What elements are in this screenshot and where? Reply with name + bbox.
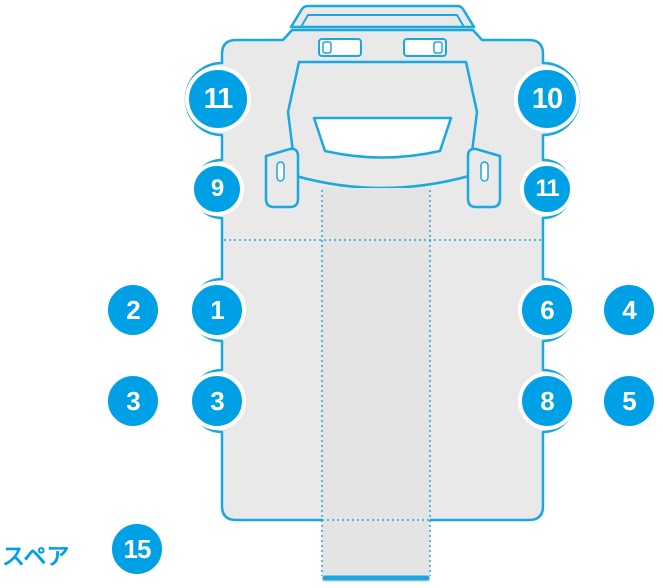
windshield — [312, 116, 453, 159]
position-badge-rear-axle2-left-inner: 3 — [188, 372, 246, 430]
roof-hatch-left — [318, 38, 362, 57]
position-badge-mid-front-right: 11 — [520, 162, 574, 216]
position-badge-rear-axle1-right-inner: 6 — [518, 281, 576, 339]
roof-deflector — [289, 4, 476, 29]
spare-label: スペア — [2, 543, 70, 569]
side-step-right-slot — [480, 161, 489, 182]
position-badge-rear-axle1-left-inner: 1 — [188, 281, 246, 339]
roof-hatch-right-slot — [433, 41, 443, 54]
roof-deflector-inner-edge — [300, 14, 465, 28]
position-badge-spare: 15 — [108, 520, 166, 578]
position-badge-rear-axle2-right-inner: 8 — [518, 372, 576, 430]
side-step-left-slot — [276, 161, 285, 182]
position-badge-mid-front-left: 9 — [190, 162, 244, 216]
position-badge-front-right: 10 — [514, 66, 580, 132]
position-badge-rear-axle1-left-outer: 2 — [104, 281, 162, 339]
position-badge-front-left: 11 — [185, 66, 251, 132]
position-badge-rear-axle1-right-outer: 4 — [600, 281, 658, 339]
position-badge-rear-axle2-right-outer: 5 — [600, 372, 658, 430]
roof-hatch-right — [403, 38, 447, 57]
frame-channel — [322, 188, 430, 582]
position-badge-rear-axle2-left-outer: 3 — [104, 372, 162, 430]
roof-hatch-left-slot — [322, 41, 332, 54]
